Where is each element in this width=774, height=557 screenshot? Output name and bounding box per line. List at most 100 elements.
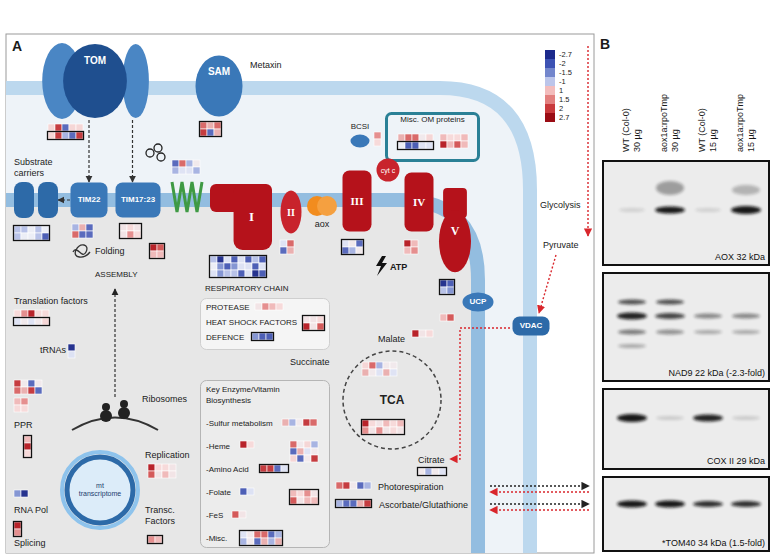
node-label: I	[249, 209, 254, 225]
heatmap-cell	[275, 538, 282, 545]
atp-synthase: V	[438, 188, 472, 274]
heatmap-cell	[24, 443, 31, 450]
dotted-arrow	[490, 491, 589, 492]
heatmap-cell	[172, 160, 179, 167]
heatmap-cell	[21, 380, 28, 387]
lane-header: WT (Col-0) 30 µg	[621, 102, 643, 152]
text-area: TCA	[342, 350, 442, 450]
heatmap-cell	[247, 488, 254, 495]
heatmap-cell	[21, 490, 28, 497]
text-area: Substrate carriers	[14, 182, 58, 218]
mt-genome-circle: mt transcriptome	[60, 450, 140, 530]
node-label: AOX 32 kDa	[715, 252, 765, 263]
heatmap-cell	[397, 420, 404, 427]
heatmap-cell	[383, 369, 390, 376]
heatmap-cell	[238, 256, 245, 263]
porin-channel: VDAC	[512, 316, 550, 336]
blot-band	[732, 185, 760, 195]
heatmap-cell	[55, 124, 62, 131]
heatmap-cell	[419, 134, 426, 141]
heatmap-cell	[357, 500, 364, 507]
heatmap-cell	[21, 318, 28, 325]
heatmap-cell	[268, 531, 275, 538]
heatmap-cell	[254, 531, 261, 538]
heatmap-cell	[412, 142, 419, 149]
heatmap-cell	[14, 522, 21, 529]
heatmap-cell	[303, 323, 310, 330]
heatmap-cell	[72, 231, 79, 238]
heatmap-cell	[86, 231, 93, 238]
heatmap-grid	[172, 160, 200, 174]
node-label: V	[451, 224, 460, 239]
blot-band	[732, 416, 760, 420]
ribosome-icon	[102, 403, 110, 411]
blot-membrane	[603, 389, 769, 469]
protein-shape	[513, 317, 550, 336]
import-complex: TIM17:23	[115, 182, 161, 218]
tca-cycle: TCA	[342, 350, 442, 450]
heatmap-grid	[362, 420, 405, 435]
heatmap-cell	[62, 132, 69, 139]
category-label: Ribosomes	[142, 394, 187, 405]
blot-band	[617, 313, 647, 320]
heatmap-grid	[240, 531, 283, 546]
heatmap-cell	[24, 436, 31, 443]
heatmap-cell	[274, 465, 281, 472]
heatmap-outline	[14, 226, 50, 241]
node-label: -Misc.	[206, 533, 227, 544]
text-area: COX II 29 kDa	[602, 388, 770, 470]
dotted-arrow	[587, 46, 588, 236]
category-label: PPR	[14, 420, 33, 431]
heatmap-cell	[210, 270, 217, 277]
metabolite-label: ATP	[390, 262, 407, 273]
heatmap-cell	[280, 247, 287, 254]
heatmap-cell	[252, 263, 259, 270]
heatmap-outline	[336, 500, 372, 508]
heatmap-grid	[72, 224, 93, 238]
heatmap-outline	[210, 256, 267, 278]
blot-band	[618, 300, 646, 305]
text-area: Misc. OM proteins	[385, 112, 480, 162]
heatmap-cell	[48, 124, 55, 131]
heatmap-cell	[232, 511, 239, 518]
heatmap-cell	[317, 323, 324, 330]
panel-letter: B	[600, 36, 610, 53]
heatmap-cell	[207, 122, 214, 129]
heatmap-grid	[260, 465, 289, 473]
heatmap-cell	[186, 160, 193, 167]
category-label: RNA Pol	[14, 505, 48, 516]
genome-ring	[62, 452, 138, 528]
pathway-label: Glycolysis	[540, 200, 581, 211]
heatmap-cell	[269, 303, 276, 310]
heatmap-cell	[447, 280, 454, 287]
heatmap-cell	[217, 263, 224, 270]
heatmap-cell	[356, 240, 363, 247]
heatmap-cell	[148, 471, 155, 478]
heatmap-cell	[200, 129, 207, 136]
node-shape	[14, 182, 58, 218]
heatmap-outline	[48, 132, 84, 140]
heatmap-cell	[245, 263, 252, 270]
heatmap-cell	[217, 256, 224, 263]
heatmap-cell	[404, 240, 411, 247]
heatmap-cell	[261, 538, 268, 545]
heatmap-cell	[260, 465, 267, 472]
heatmap-cell	[21, 310, 28, 317]
heatmap-grid	[48, 124, 83, 131]
heatmap-cell	[21, 405, 28, 412]
dashed-connector	[58, 199, 70, 200]
heatmap-cell	[14, 318, 21, 325]
protein-shape	[71, 183, 108, 218]
heatmap-cell	[48, 132, 55, 139]
heatmap-cell	[262, 303, 269, 310]
legend-label: 1	[559, 86, 563, 95]
dotted-arrow	[490, 485, 589, 486]
node-label: -Amino Acid	[206, 464, 249, 475]
heatmap-cell	[447, 134, 454, 141]
heatmap-cell	[210, 263, 217, 270]
heatmap-cell	[62, 124, 69, 131]
heatmap-cell	[148, 464, 155, 471]
heatmap-cell	[461, 141, 468, 148]
blot-band	[656, 330, 684, 335]
